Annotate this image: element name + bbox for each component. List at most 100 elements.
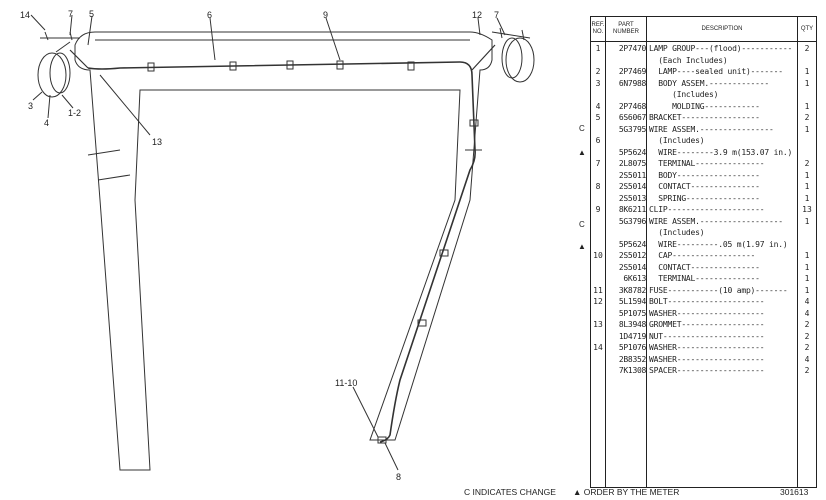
qty-cell: 1 [804,101,810,111]
description-cell: BODY ASSEM.------------- [649,78,770,88]
ref-cell: 6 [595,136,601,145]
description-cell: SPACER------------------- [649,366,765,375]
change-marker: C [579,124,585,133]
table-row: 5P5624 WIRE---------.05 m(1.97 in.) [591,239,816,250]
part-number-cell: 2P7469 [618,67,646,76]
callout-6: 6 [207,10,213,20]
part-number-cell: 2S5013 [618,193,646,203]
description-cell: CONTACT--------------- [649,182,760,191]
callout-4: 4 [44,118,50,128]
part-number-cell: 5G3796 [618,216,646,226]
wire-branch-left [69,49,89,69]
ref-cell: 13 [593,320,603,329]
fuse-holder [377,436,387,444]
description-cell: SPRING---------------- [649,193,760,203]
clip [439,249,449,257]
ref-cell: 2 [595,67,601,76]
table-row: 5P5624 WIRE--------3.9 m(153.07 in.) [591,147,816,158]
table-row: 2S5014 CONTACT---------------1 [591,262,816,273]
part-number-cell: 3K8782 [618,285,646,295]
table-row: 2S5011 BODY------------------1 [591,170,816,181]
meter-marker: ▲ [578,242,586,251]
callout-12: 12 [472,10,483,20]
qty-cell: 13 [802,205,812,214]
ref-cell: 8 [595,182,601,191]
part-number-cell: 5P1076 [618,343,646,352]
qty-cell: 1 [804,274,810,283]
part-number-cell: 5P5624 [618,147,646,157]
meter-marker: ▲ [578,148,586,157]
frame-outer [74,31,493,471]
description-cell: CAP------------------ [649,251,756,260]
description-cell: WASHER------------------- [649,343,765,352]
qty-cell: 1 [804,170,810,180]
qty-cell: 2 [804,343,810,352]
part-number-cell: 5P1075 [618,308,646,318]
callout-13: 13 [152,137,163,147]
qty-cell: 2 [804,159,810,168]
frame-left-mid [87,149,121,156]
description-cell: WIRE--------3.9 m(153.07 in.) [649,147,793,157]
wiring-diagram [30,14,535,471]
table-row: 6 (Includes) [591,135,816,146]
qty-cell: 1 [804,251,810,260]
table-row: 6K613 TERMINAL--------------1 [591,273,816,284]
ref-cell: 1 [595,44,601,53]
left-flood-lamp [37,31,80,98]
table-row: (Includes) [591,89,816,100]
part-number-cell: 2P7468 [618,101,646,111]
part-number-cell: 6N7988 [618,78,646,88]
callout-7-right: 7 [494,10,500,20]
part-number-cell: 5G3795 [618,124,646,134]
wire-branch-right [471,44,496,71]
description-cell: WASHER------------------- [649,354,765,364]
callout-5: 5 [89,9,95,19]
description-cell: TERMINAL--------------- [649,159,765,168]
description-cell: BRACKET----------------- [649,113,760,122]
part-number-cell: 6K613 [623,274,646,283]
callout-9: 9 [323,10,329,20]
header-part: PART NUMBER [606,17,646,42]
description-cell: GROMMET------------------ [649,320,765,329]
header-description: DESCRIPTION [647,17,797,42]
right-flood-lamp [491,27,535,83]
frame-left-low [97,174,131,181]
wire-harness [87,61,476,443]
qty-cell: 1 [804,262,810,272]
clip [407,61,415,71]
illustration-number: 301613 [780,487,809,497]
description-cell: (Each Includes) [649,55,728,65]
clip [469,119,479,127]
part-number-cell: 2L8075 [618,159,646,168]
ref-cell: 4 [595,101,601,111]
qty-cell: 1 [804,193,810,203]
table-row: (Includes) [591,227,816,238]
part-number-cell: 5L1594 [618,297,646,306]
qty-cell: 4 [804,354,810,364]
description-cell: WIRE ASSEM.---------------- [649,124,774,134]
description-cell: WIRE---------.05 m(1.97 in.) [649,239,788,249]
description-cell: (Includes) [649,136,705,145]
qty-cell: 2 [804,113,810,122]
description-cell: LAMP----sealed unit)------- [649,67,783,76]
callout-14: 14 [20,10,31,20]
qty-cell: 1 [804,124,810,134]
description-cell: (Includes) [649,228,705,237]
part-number-cell: 1D4719 [618,331,646,341]
table-row: 2S5013 SPRING---------------- 1 [591,193,816,204]
description-cell: LAMP GROUP---(flood)----------- [649,44,793,53]
part-number-cell: 8K6211 [618,205,646,214]
part-number-cell: 5P5624 [618,239,646,249]
